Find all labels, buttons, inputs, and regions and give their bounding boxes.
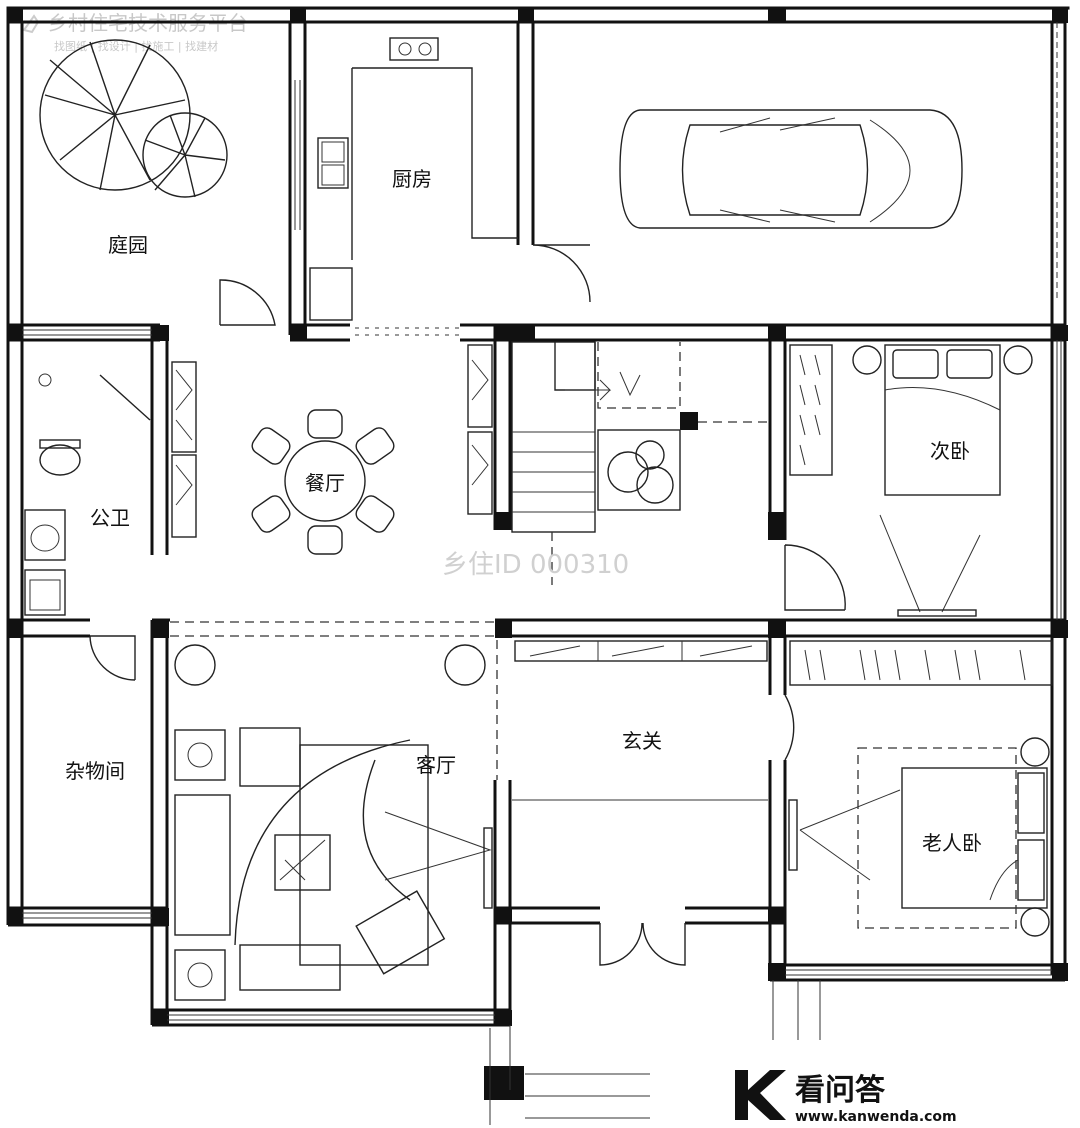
dining-cabinet — [171, 344, 493, 538]
room-label-living: 客厅 — [416, 753, 456, 777]
room-label-entrance: 玄关 — [622, 729, 662, 753]
room-label-garden: 庭园 — [108, 233, 148, 257]
bed-second-bedroom — [852, 344, 1033, 496]
kitchen-door[interactable] — [532, 244, 591, 303]
platform-header: 乡村住宅技术服务平台 找图纸 | 找设计 | 找施工 | 找建材 — [22, 11, 248, 53]
bed-elder-bedroom — [857, 737, 1050, 937]
garden-door[interactable] — [219, 279, 276, 326]
wash-basin-icon — [24, 509, 66, 561]
plant-icon — [174, 644, 486, 686]
room-label-second-bedroom: 次卧 — [930, 439, 970, 463]
room-label-storage: 杂物间 — [65, 759, 125, 783]
shoe-cabinet — [514, 640, 768, 662]
platform-tagline: 找图纸 | 找设计 | 找施工 | 找建材 — [54, 39, 218, 53]
windows — [22, 22, 1062, 1021]
room-label-dining: 餐厅 — [305, 471, 345, 495]
wardrobe-second-bedroom — [789, 344, 833, 476]
sofa-set — [174, 727, 446, 1001]
plan-id-watermark: 乡住ID 000310 — [442, 550, 629, 580]
room-label-public-bath: 公卫 — [90, 506, 130, 530]
wardrobe-elder-bedroom — [789, 640, 1053, 686]
brand-logo: 看问答 www.kanwenda.com — [735, 1070, 957, 1125]
structural-columns — [8, 8, 1068, 1100]
staircase — [511, 341, 770, 585]
bath-door[interactable] — [89, 635, 136, 681]
entrance-double-door[interactable] — [599, 922, 686, 966]
kitchen-counter — [309, 37, 518, 321]
car-icon — [619, 109, 963, 229]
plant-icon — [607, 440, 674, 504]
second-bedroom-door[interactable] — [784, 544, 846, 611]
garden-tree-icon — [39, 39, 228, 198]
platform-logo-icon — [22, 14, 40, 34]
walls — [6, 6, 1070, 1027]
floor-drain-icon — [38, 373, 52, 387]
tv-unit — [879, 514, 981, 617]
coffee-table-icon — [274, 834, 331, 891]
toilet-icon — [39, 439, 81, 476]
shower-partition — [99, 374, 151, 421]
brand-name: 看问答 — [795, 1073, 886, 1108]
washer-icon — [24, 569, 66, 616]
dining-table-icon — [251, 409, 395, 555]
brand-k-icon — [735, 1070, 786, 1120]
room-label-kitchen: 厨房 — [392, 167, 432, 191]
room-label-elder-bedroom: 老人卧 — [922, 831, 982, 855]
brand-url: www.kanwenda.com — [795, 1109, 957, 1125]
